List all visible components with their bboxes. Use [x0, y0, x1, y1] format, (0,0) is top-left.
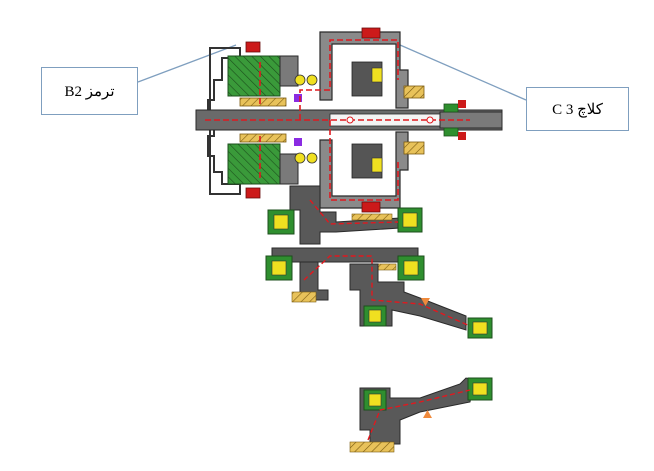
oil-path-main — [205, 39, 470, 201]
c3-seal-top — [361, 27, 381, 39]
lever-oil-path — [367, 389, 471, 441]
c3-seal-bottom — [361, 201, 381, 213]
purple-marker-lower — [294, 138, 302, 146]
spline-teeth-upper — [403, 85, 425, 99]
arm-bearing-right-core — [472, 321, 488, 335]
arm-marker-triangle — [421, 298, 430, 306]
lower-component-3 — [349, 377, 493, 453]
c3-clutch-label: کلاچ C 3 — [552, 101, 603, 118]
b2-seal-top — [245, 41, 261, 53]
bearing-upper-2 — [306, 74, 318, 86]
ring-right-bearing-core — [403, 260, 419, 276]
carrier-right-bearing-core — [402, 212, 418, 228]
ring-stem-hatch — [291, 291, 317, 303]
b2-seal-bottom — [245, 187, 261, 199]
lever-bearing-right-core — [472, 382, 488, 396]
b2-brake-label: ترمز B2 — [64, 83, 115, 100]
b2-brake-callout: ترمز B2 — [41, 67, 138, 115]
c3-bearing-lower — [371, 157, 383, 173]
carrier-oil-path — [309, 199, 399, 225]
bearing-lower-1 — [294, 152, 306, 164]
b2-plates-lower — [227, 143, 281, 185]
ring-left-bearing — [265, 255, 293, 281]
lower-component-1 — [267, 185, 423, 245]
lever-marker-triangle — [423, 410, 432, 418]
red-ring-right-bottom — [458, 132, 466, 140]
lever-bearing-left-core — [368, 393, 382, 407]
c3-housing-outline — [319, 31, 409, 109]
b2-plates-upper — [227, 55, 281, 97]
b2-hub-upper — [239, 97, 287, 107]
spline-teeth-lower — [403, 141, 425, 155]
ring-bar — [271, 247, 419, 263]
b2-hub-lower — [239, 133, 287, 143]
carrier-hatch-strip — [351, 213, 393, 221]
b2-leader-line — [137, 44, 237, 83]
lever-hatch-strip — [349, 441, 395, 453]
oil-port-1 — [346, 116, 354, 124]
output-seal-top — [443, 103, 459, 113]
c3-bearing-upper — [371, 67, 383, 83]
carrier-left-bearing-core — [273, 214, 289, 230]
ring-left-bearing-core — [271, 260, 287, 276]
lower-component-2 — [265, 247, 493, 339]
c3-leader-line — [383, 37, 527, 101]
carrier-body-1 — [289, 185, 401, 245]
arm-oil-path — [303, 255, 471, 327]
arm-bearing-left-core — [368, 309, 382, 323]
bearing-lower-2 — [306, 152, 318, 164]
b2-piston-lower — [279, 153, 299, 185]
bearing-upper-1 — [294, 74, 306, 86]
oil-port-2 — [426, 116, 434, 124]
b2-piston-upper — [279, 55, 299, 87]
red-ring-right-top — [458, 100, 466, 108]
c3-clutch-callout: کلاچ C 3 — [526, 87, 629, 131]
output-seal-bottom — [443, 127, 459, 137]
main-assembly — [195, 27, 503, 213]
purple-marker-upper — [294, 94, 302, 102]
carrier-left-bearing — [267, 209, 295, 235]
lever-body — [359, 377, 475, 445]
